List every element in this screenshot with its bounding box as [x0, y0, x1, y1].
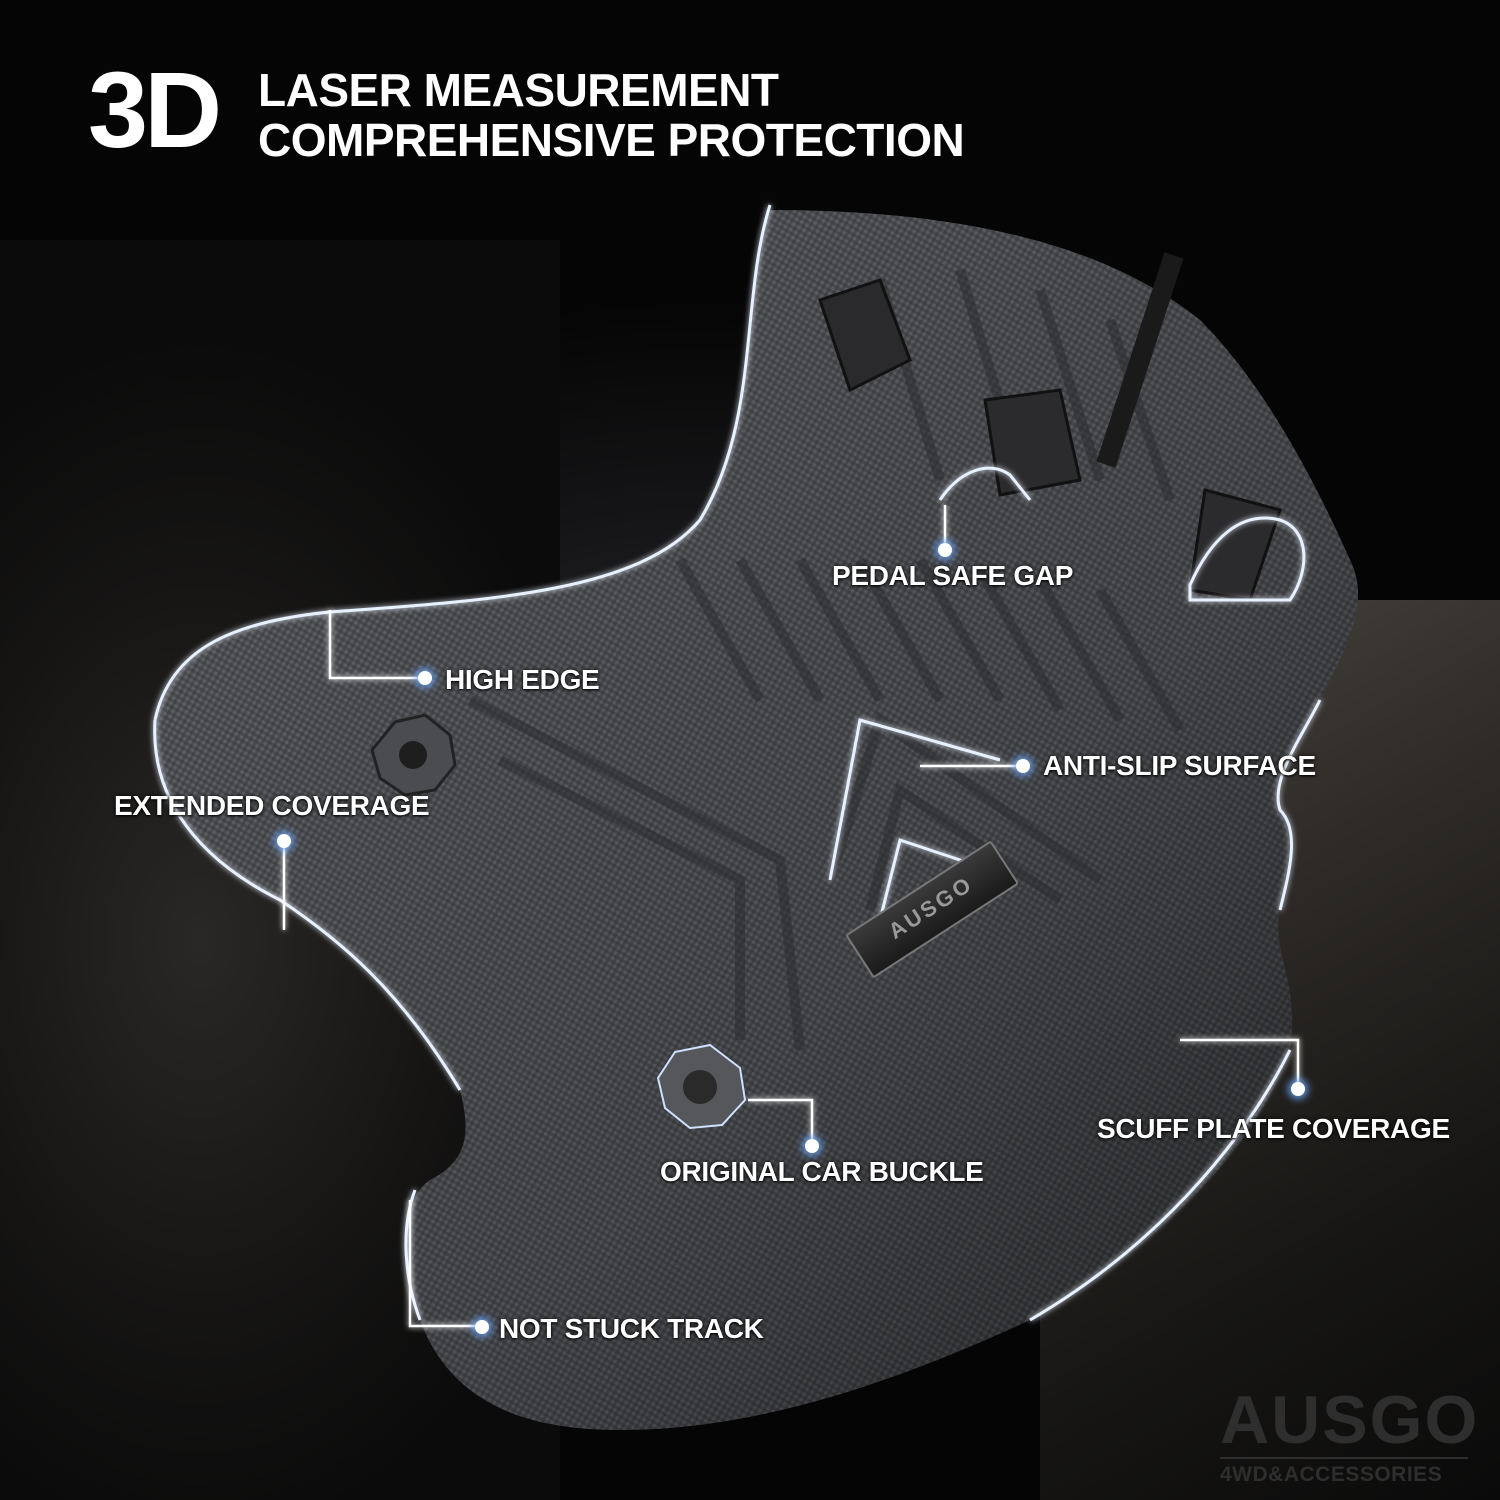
callout-dot-original-car-buckle: [805, 1139, 819, 1153]
callout-dot-anti-slip-surface: [1016, 759, 1030, 773]
callout-anti-slip-surface: ANTI-SLIP SURFACE: [1043, 750, 1316, 781]
callout-dot-extended-coverage: [277, 834, 291, 848]
callout-scuff-plate-coverage: SCUFF PLATE COVERAGE: [1097, 1113, 1450, 1144]
callout-extended-coverage: EXTENDED COVERAGE: [114, 790, 430, 821]
callout-pedal-safe-gap: PEDAL SAFE GAP: [832, 560, 1074, 591]
callout-dot-high-edge: [418, 671, 432, 685]
callout-dot-pedal-safe-gap: [938, 543, 952, 557]
callout-leaders: [282, 505, 1300, 1328]
buckles: [370, 713, 747, 1130]
brand-logo: AUSGO 4WD&ACCESSORIES: [1220, 1385, 1479, 1487]
callout-original-car-buckle: ORIGINAL CAR BUCKLE: [660, 1156, 984, 1187]
brand-divider: [1220, 1457, 1468, 1459]
headline-line-2: COMPREHENSIVE PROTECTION: [258, 114, 965, 166]
callout-dot-scuff-plate-coverage: [1291, 1082, 1305, 1096]
callout-dot-not-stuck-track: [475, 1320, 489, 1334]
callout-high-edge: HIGH EDGE: [445, 664, 600, 695]
brand-tagline: 4WD&ACCESSORIES: [1220, 1463, 1443, 1486]
headline-line-1: LASER MEASUREMENT: [258, 64, 779, 116]
brand-name: AUSGO: [1220, 1382, 1480, 1458]
callout-not-stuck-track: NOT STUCK TRACK: [499, 1313, 764, 1344]
headline-3d: 3D: [88, 49, 222, 170]
